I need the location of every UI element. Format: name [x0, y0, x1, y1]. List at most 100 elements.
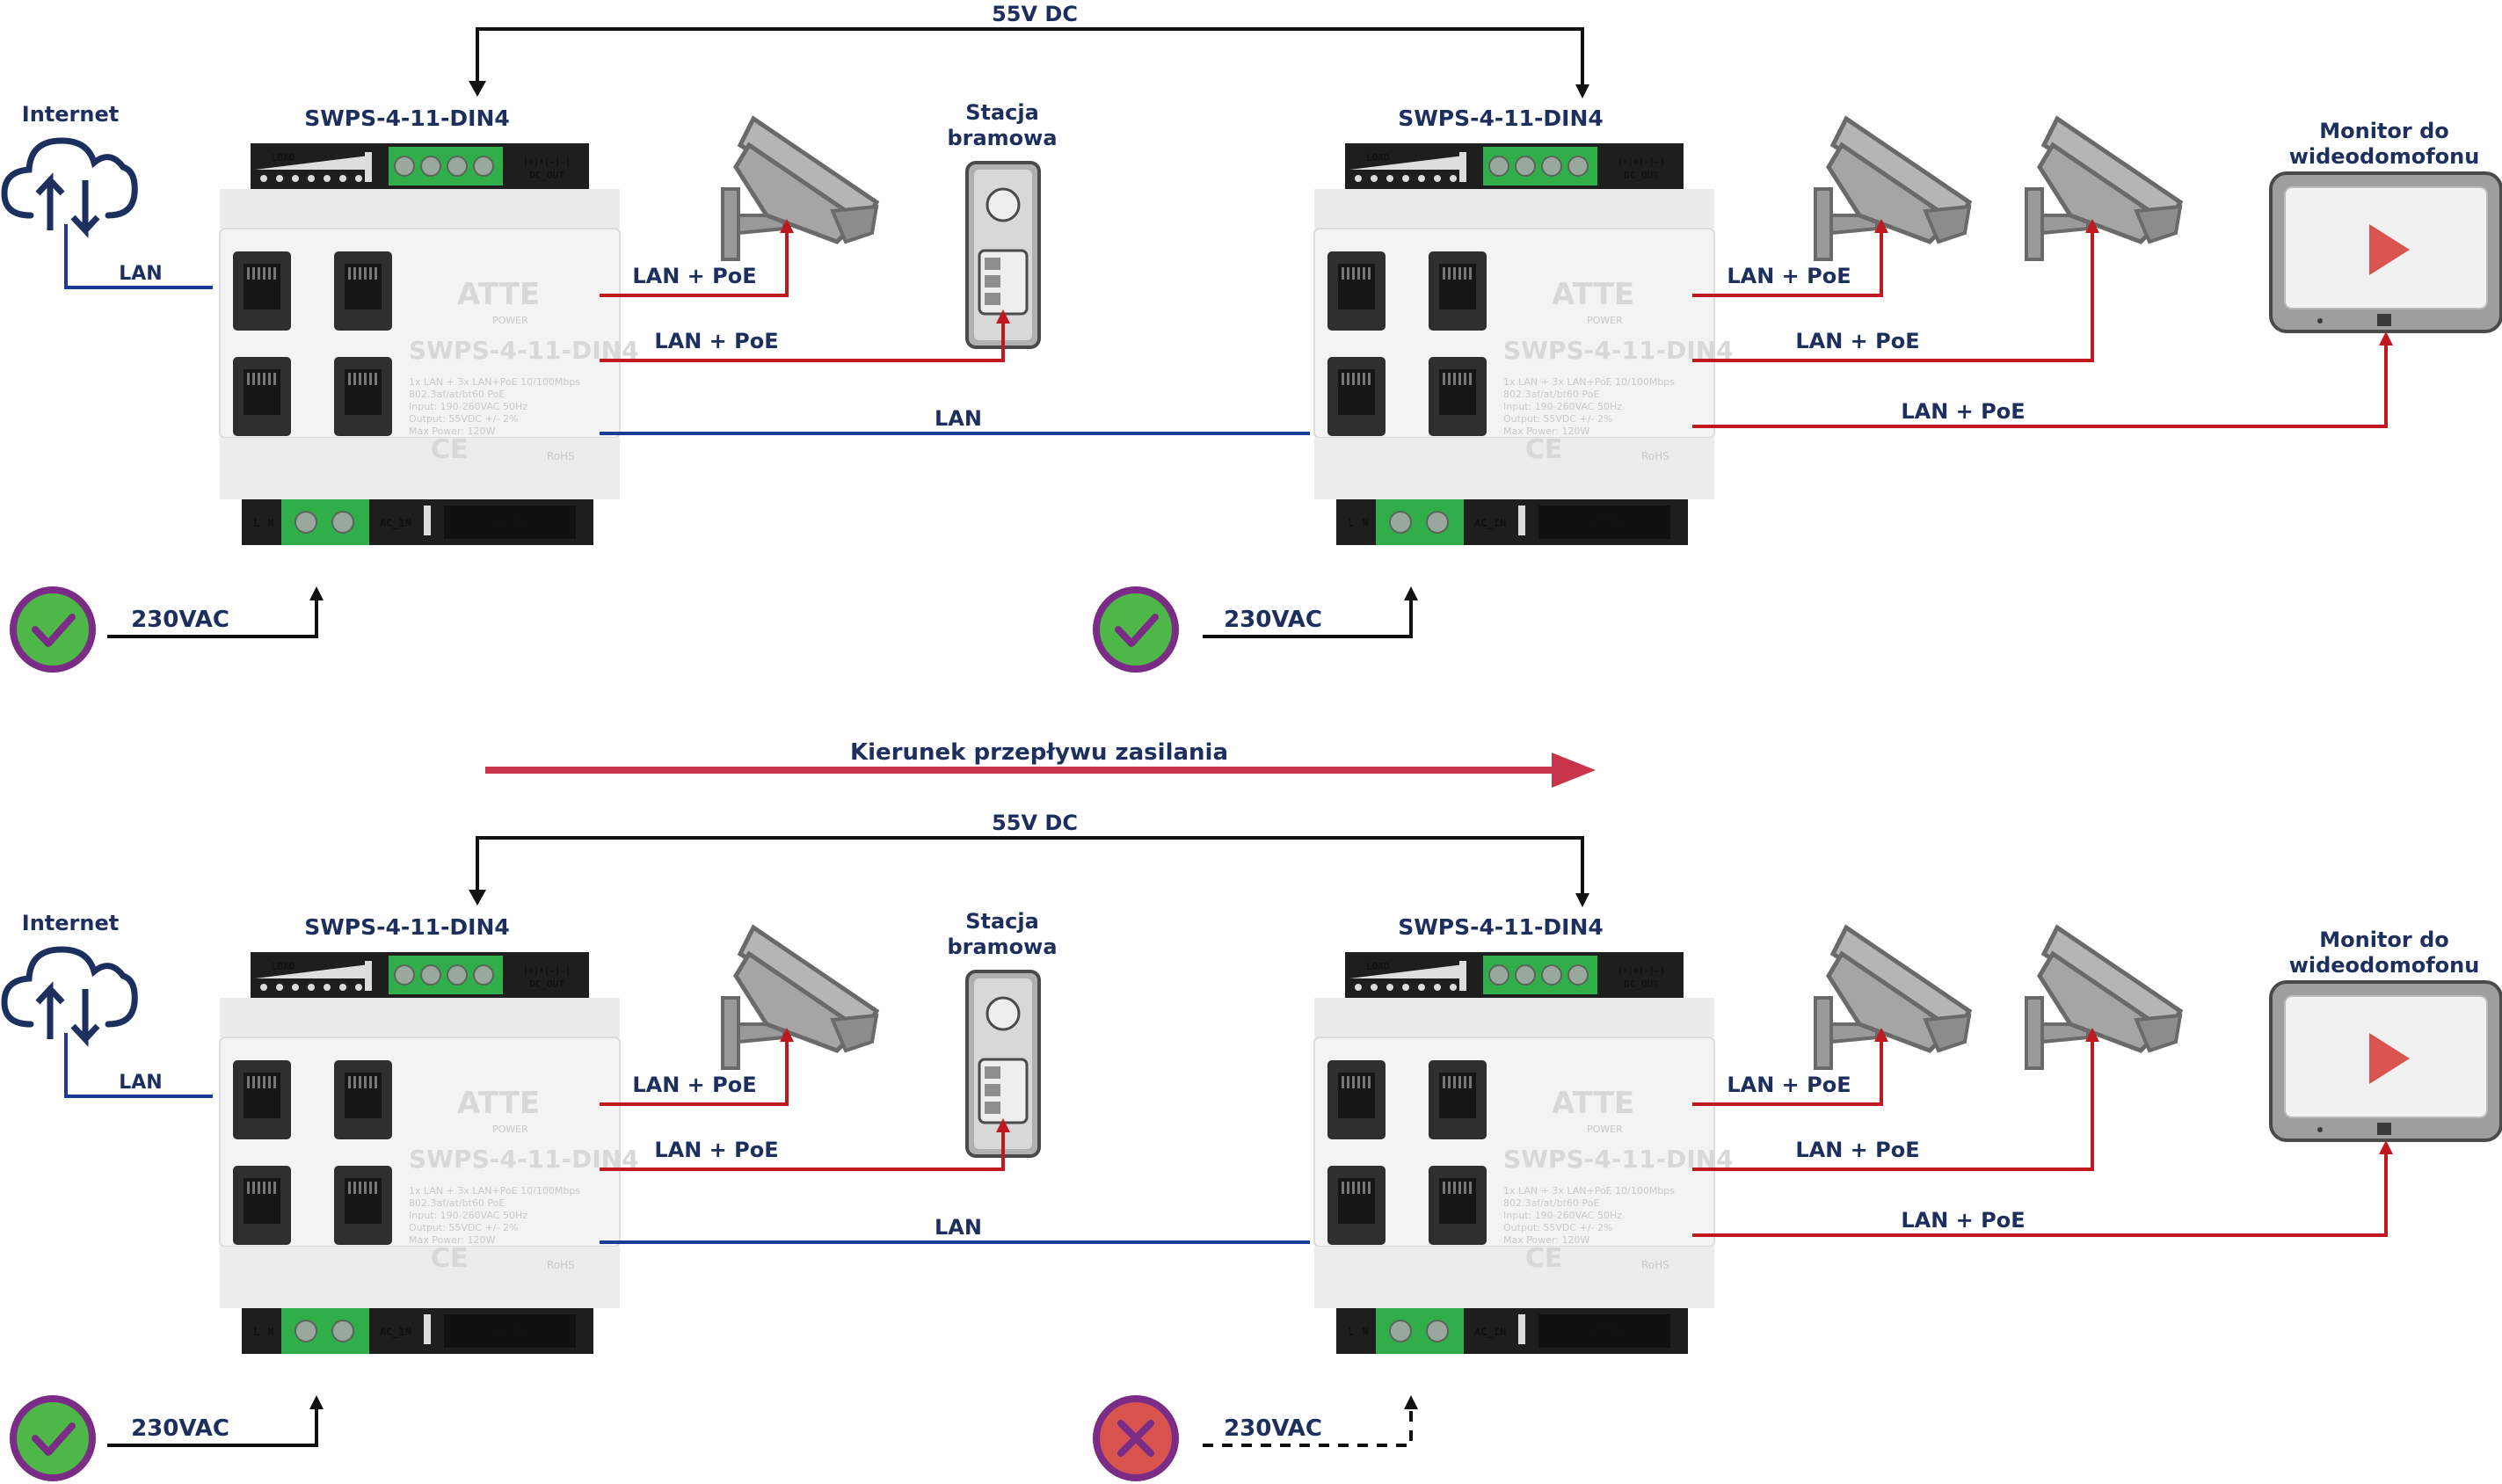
dc-out-label: DC_OUT: [529, 170, 564, 181]
ce-mark: CE: [1525, 1243, 1563, 1274]
spec-line: Output: 55VDC +/- 2%: [409, 1222, 518, 1233]
terminal-screw: [1515, 156, 1536, 177]
upload-arrow: [35, 172, 54, 230]
brand-sub-ghost: POWER: [492, 315, 528, 326]
rj45-pin: [348, 1076, 351, 1088]
logo-plate: [1538, 506, 1670, 539]
ac-line-right: [1203, 1395, 1418, 1447]
load-indicator: [1349, 156, 1464, 170]
led-dot: [1450, 984, 1457, 991]
din-switch: LOADDC_OUT|+|+|-|-|ATTEPOWERSWPS-4-11-DI…: [1313, 952, 1734, 1354]
camera-lens: [2134, 1013, 2183, 1053]
rj45-pin: [369, 1182, 372, 1194]
checkmark-icon: [1115, 614, 1159, 647]
lan-poe-label: LAN + PoE: [1727, 264, 1851, 288]
l-label: L: [253, 517, 259, 529]
cctv-camera-icon: [1814, 115, 1973, 261]
terminal-screw: [1567, 964, 1589, 986]
rj45-pin: [258, 1182, 260, 1194]
rj45-pin: [1368, 267, 1371, 280]
terminal-screw: [295, 1320, 317, 1342]
gate-station-camera: [986, 996, 1021, 1031]
rj45-pin: [1363, 267, 1365, 280]
body-upper-ridge: [220, 189, 620, 229]
spec-line: 802.3af/at/bt60 PoE: [409, 1197, 505, 1209]
separator-tab: [365, 152, 372, 182]
rj45-pin: [1352, 1076, 1355, 1088]
gate-station-button: [985, 258, 1000, 270]
led-dot: [292, 175, 299, 182]
load-indicator: [1349, 964, 1464, 978]
cross-icon: [1117, 1420, 1154, 1457]
switch-model-label: SWPS-4-11-DIN4: [1398, 105, 1604, 131]
rj45-pin: [247, 1076, 250, 1088]
brand-sub-ghost: POWER: [492, 1124, 528, 1135]
terminal-screw: [420, 964, 441, 986]
gate-station-label-2: bramowa: [947, 935, 1057, 959]
rj45-pin: [247, 1182, 250, 1194]
lan-poe-label: LAN + PoE: [1901, 1208, 2025, 1233]
spec-line: 802.3af/at/bt60 PoE: [1503, 1197, 1599, 1209]
download-arrow-head: [83, 1023, 100, 1042]
monitor-button: [2377, 1123, 2391, 1135]
spec-line: Input: 190-260VAC 50Hz: [1503, 401, 1622, 412]
poe-line-camera: [1692, 219, 1888, 297]
led-dot: [1434, 175, 1441, 182]
poe-line-gate-station: [600, 1118, 1010, 1171]
camera-body: [2037, 950, 2166, 1053]
rj45-pin: [273, 267, 276, 280]
rj45-pin: [1469, 1182, 1472, 1194]
separator-tab: [424, 1314, 431, 1344]
rj45-pin: [1347, 267, 1349, 280]
rj45-pin: [1448, 267, 1451, 280]
rj45-pin: [252, 1182, 255, 1194]
load-indicator: [255, 964, 369, 978]
rj45-pin: [1357, 1182, 1360, 1194]
gate-station-icon: [965, 970, 1041, 1158]
poe-line-monitor: [1692, 331, 2393, 428]
spec-line: Max Power: 120W: [1503, 1234, 1590, 1246]
rj45-pin: [375, 373, 377, 385]
brand-ghost: ATTE: [1552, 277, 1634, 312]
rj45-pin: [268, 267, 271, 280]
checkmark-icon: [32, 1422, 76, 1456]
ac-label: 230VAC: [131, 607, 229, 633]
cctv-camera-icon: [721, 924, 880, 1070]
rj45-pin: [258, 1076, 260, 1088]
brand-sub-ghost: POWER: [1587, 315, 1623, 326]
led-dot: [1402, 175, 1409, 182]
lan-poe-label: LAN + PoE: [1901, 399, 2025, 424]
l-label: L: [253, 1326, 259, 1338]
rj45-pin: [1342, 1076, 1344, 1088]
monitor-label-2: wideodomofonu: [2289, 144, 2480, 169]
rj45-pin: [1464, 1076, 1466, 1088]
camera-mount-plate: [721, 996, 740, 1070]
rj45-pin: [247, 267, 250, 280]
lan-poe-label: LAN + PoE: [1727, 1073, 1851, 1097]
ce-mark: CE: [431, 434, 469, 465]
ac-in-label: AC_IN: [1474, 1326, 1506, 1339]
rj45-pin: [364, 373, 367, 385]
spec-line: 802.3af/at/bt60 PoE: [409, 389, 505, 400]
rj45-pin: [1458, 1182, 1461, 1194]
spec-line: 1x LAN + 3x LAN+PoE 10/100Mbps: [409, 376, 580, 388]
rj45-pin: [359, 373, 361, 385]
monitor-icon: [2269, 171, 2502, 333]
load-label: LOAD: [272, 961, 295, 972]
download-arrow: [70, 180, 89, 238]
rj45-pin: [1368, 1076, 1371, 1088]
din-switch: LOADDC_OUT|+|+|-|-|ATTEPOWERSWPS-4-11-DI…: [219, 952, 639, 1354]
brand-logo: ATTE: [1588, 513, 1622, 530]
terminal-screw: [394, 156, 415, 177]
poe-line-camera: [600, 219, 794, 297]
rj45-pin: [1469, 267, 1472, 280]
rj45-pin: [353, 373, 356, 385]
led-dot: [1355, 175, 1362, 182]
monitor-label-2: wideodomofonu: [2289, 953, 2480, 978]
l-label: L: [1348, 517, 1354, 529]
logo-plate: [444, 506, 576, 539]
led-dot: [1450, 175, 1457, 182]
dc-pins-label: |+|+|-|-|: [523, 157, 571, 167]
rj45-pin: [1443, 1182, 1445, 1194]
spec-line: Max Power: 120W: [1503, 426, 1590, 437]
